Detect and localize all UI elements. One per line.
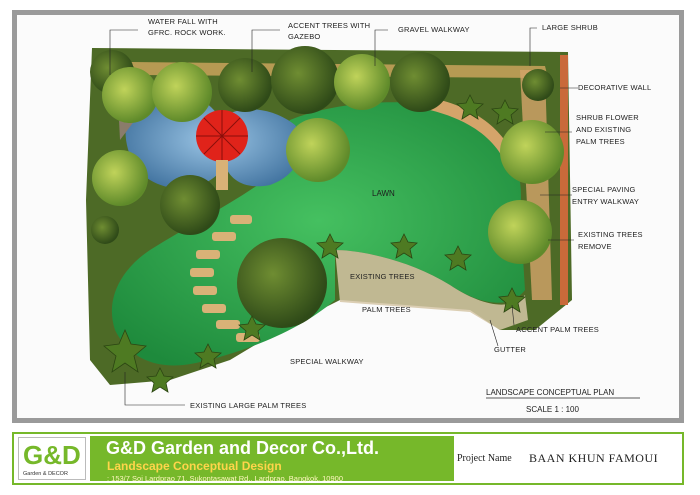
callout-accent-trees-gazebo: ACCENT TREES WITH GAZEBO <box>288 21 370 41</box>
callout-existing-trees-remove: EXISTING TREES REMOVE <box>578 230 643 251</box>
planting-bed <box>335 250 528 330</box>
svg-text:GFRC. ROCK WORK.: GFRC. ROCK WORK. <box>148 28 226 37</box>
company-address: : 153/7 Soi Lardprao 71, Sukontasawat Rd… <box>107 474 343 483</box>
title-banner <box>90 436 454 481</box>
plan-title: LANDSCAPE CONCEPTUAL PLAN <box>486 388 614 397</box>
svg-text:SHRUB FLOWER: SHRUB FLOWER <box>576 113 639 122</box>
callout-accent-palm-trees: ACCENT PALM TREES <box>516 325 599 334</box>
svg-text:GAZEBO: GAZEBO <box>288 32 320 41</box>
company-logo: G&D Garden & DECOR <box>18 437 86 480</box>
svg-text:ENTRY WALKWAY: ENTRY WALKWAY <box>572 197 639 206</box>
callout-gravel-walkway: GRAVEL WALKWAY <box>398 25 470 34</box>
callout-shrub-flower: SHRUB FLOWER AND EXISTING PALM TREES <box>576 113 639 146</box>
callout-special-paving: SPECIAL PAVING ENTRY WALKWAY <box>572 185 639 206</box>
lawn-label: LAWN <box>372 189 395 198</box>
callout-gutter: GUTTER <box>494 345 526 354</box>
svg-text:AND EXISTING: AND EXISTING <box>576 125 631 134</box>
svg-text:REMOVE: REMOVE <box>578 242 612 251</box>
callout-existing-trees: EXISTING TREES <box>350 272 415 281</box>
design-subtitle: Landscape Conceptual Design <box>107 459 282 473</box>
callout-special-walkway: SPECIAL WALKWAY <box>290 357 364 366</box>
plan-scale: SCALE 1 : 100 <box>526 405 579 414</box>
trees <box>90 46 564 328</box>
callout-decorative-wall: DECORATIVE WALL <box>578 83 651 92</box>
company-name: G&D Garden and Decor Co.,Ltd. <box>106 438 380 458</box>
callout-waterfall: WATER FALL WITH GFRC. ROCK WORK. <box>148 17 226 37</box>
svg-text:WATER FALL WITH: WATER FALL WITH <box>148 17 218 26</box>
logo-letters: G&D <box>23 440 81 470</box>
decorative-wall <box>560 55 568 305</box>
landscape-plan: WATER FALL WITH GFRC. ROCK WORK. ACCENT … <box>86 17 651 414</box>
svg-text:ACCENT TREES WITH: ACCENT TREES WITH <box>288 21 370 30</box>
svg-text:SPECIAL PAVING: SPECIAL PAVING <box>572 185 636 194</box>
callout-palm-trees: PALM TREES <box>362 305 411 314</box>
logo-text: Garden & DECOR <box>23 471 68 477</box>
callout-leaders <box>109 27 578 406</box>
project-name: BAAN KHUN FAMOUI <box>529 451 659 465</box>
callout-large-shrub: LARGE SHRUB <box>542 23 598 32</box>
svg-text:PALM TREES: PALM TREES <box>576 137 625 146</box>
lawn-area <box>111 102 525 366</box>
title-block: G&D Garden & DECOR G&D Garden and Decor … <box>12 432 684 485</box>
gazebo <box>196 110 248 190</box>
palm-trees <box>103 94 526 393</box>
svg-text:EXISTING TREES: EXISTING TREES <box>578 230 643 239</box>
project-label: Project Name <box>457 453 512 464</box>
callout-existing-large-palm-trees: EXISTING LARGE PALM TREES <box>190 401 306 410</box>
